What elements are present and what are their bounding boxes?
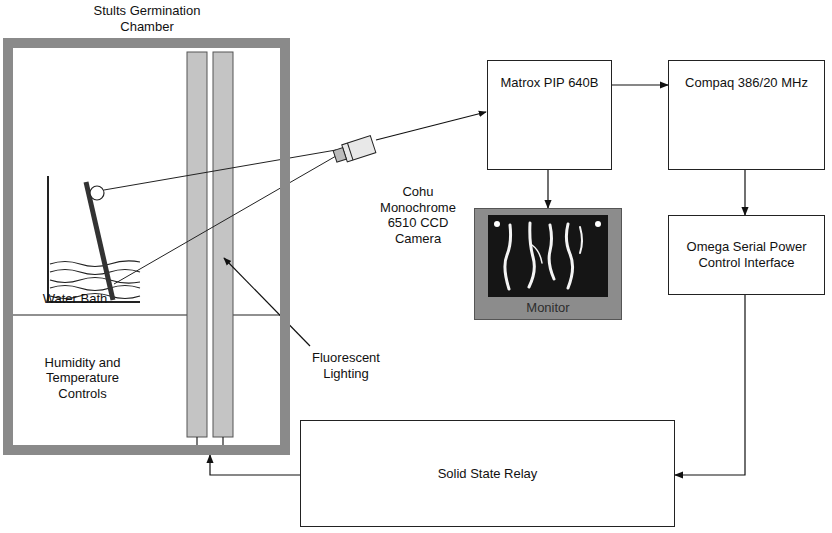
node-text: Monitor (526, 300, 569, 316)
monitor-screen (488, 215, 608, 297)
node-text: Omega Serial Power Control Interface (677, 239, 816, 270)
node-text: Humidity and Temperature Controls (23, 355, 142, 402)
fluorescent-tube (187, 52, 207, 437)
chamber-wall (3, 38, 290, 455)
node-text: Water Bath (43, 291, 108, 307)
controls-region: Humidity and Temperature Controls (15, 318, 150, 438)
process-box: Compaq 386/20 MHz (668, 60, 825, 170)
process-box: Omega Serial Power Control Interface (668, 215, 825, 295)
video-line (376, 112, 486, 140)
monitor-device: Monitor (474, 208, 622, 320)
view-line (104, 150, 336, 190)
chamber-title: Stults Germination Chamber (80, 3, 214, 34)
view-line (114, 156, 336, 284)
leader-line (224, 258, 310, 346)
divider-line (13, 314, 187, 315)
signal-arrow (675, 295, 745, 475)
divider-line (233, 314, 280, 315)
chamber-housing: Stults Germination ChamberWater BathHumi… (3, 0, 290, 455)
signal-arrow (612, 84, 668, 85)
signal-arrow (210, 455, 300, 475)
fluorescent-tube (213, 52, 233, 437)
signal-arrow (547, 170, 548, 208)
part-label: Fluorescent Lighting (298, 350, 394, 381)
seedling-plate (86, 182, 113, 300)
node-text: Solid State Relay (438, 466, 538, 482)
water-bath-region: Water Bath (15, 48, 135, 313)
node-text: Matrox PIP 640B (500, 75, 598, 91)
process-box: Solid State Relay (300, 420, 675, 527)
ccd-camera (332, 136, 376, 165)
process-box: Matrox PIP 640B (487, 60, 612, 170)
part-label: Cohu Monochrome 6510 CCD Camera (366, 184, 470, 246)
tank-outline (48, 176, 140, 302)
seed (90, 186, 104, 200)
node-text: Compaq 386/20 MHz (685, 75, 808, 91)
signal-arrow (744, 170, 745, 215)
